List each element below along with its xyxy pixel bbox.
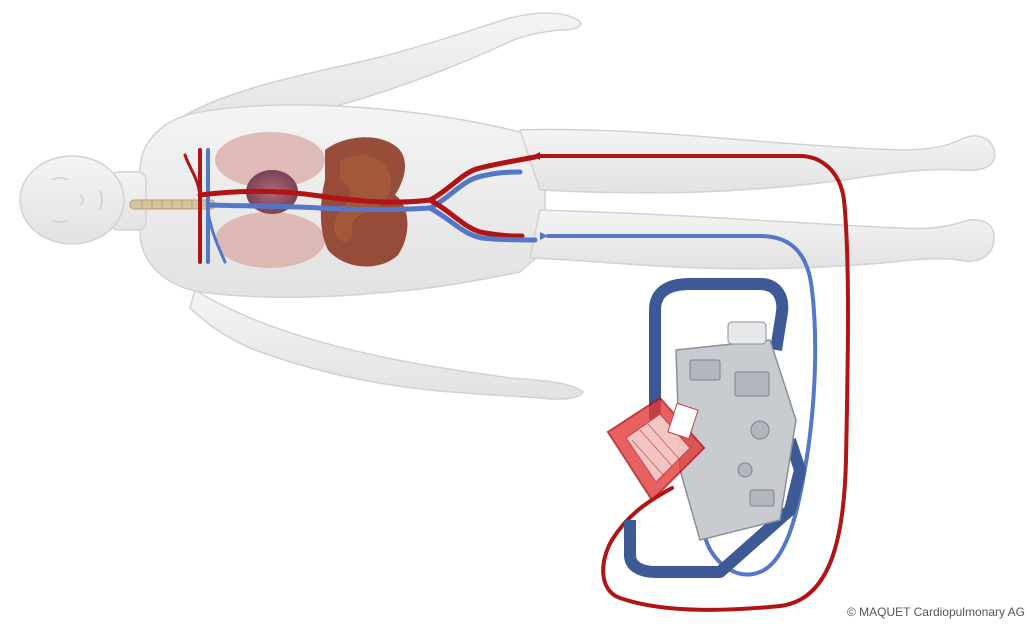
lower-leg [530, 210, 994, 269]
upper-leg [520, 129, 995, 192]
ecmo-device [608, 284, 800, 572]
head [20, 156, 124, 244]
lower-arm [190, 290, 583, 399]
console-handle [728, 322, 766, 344]
copyright-notice: © MAQUET Cardiopulmonary AG [847, 605, 1025, 619]
lung-lower [215, 212, 325, 268]
